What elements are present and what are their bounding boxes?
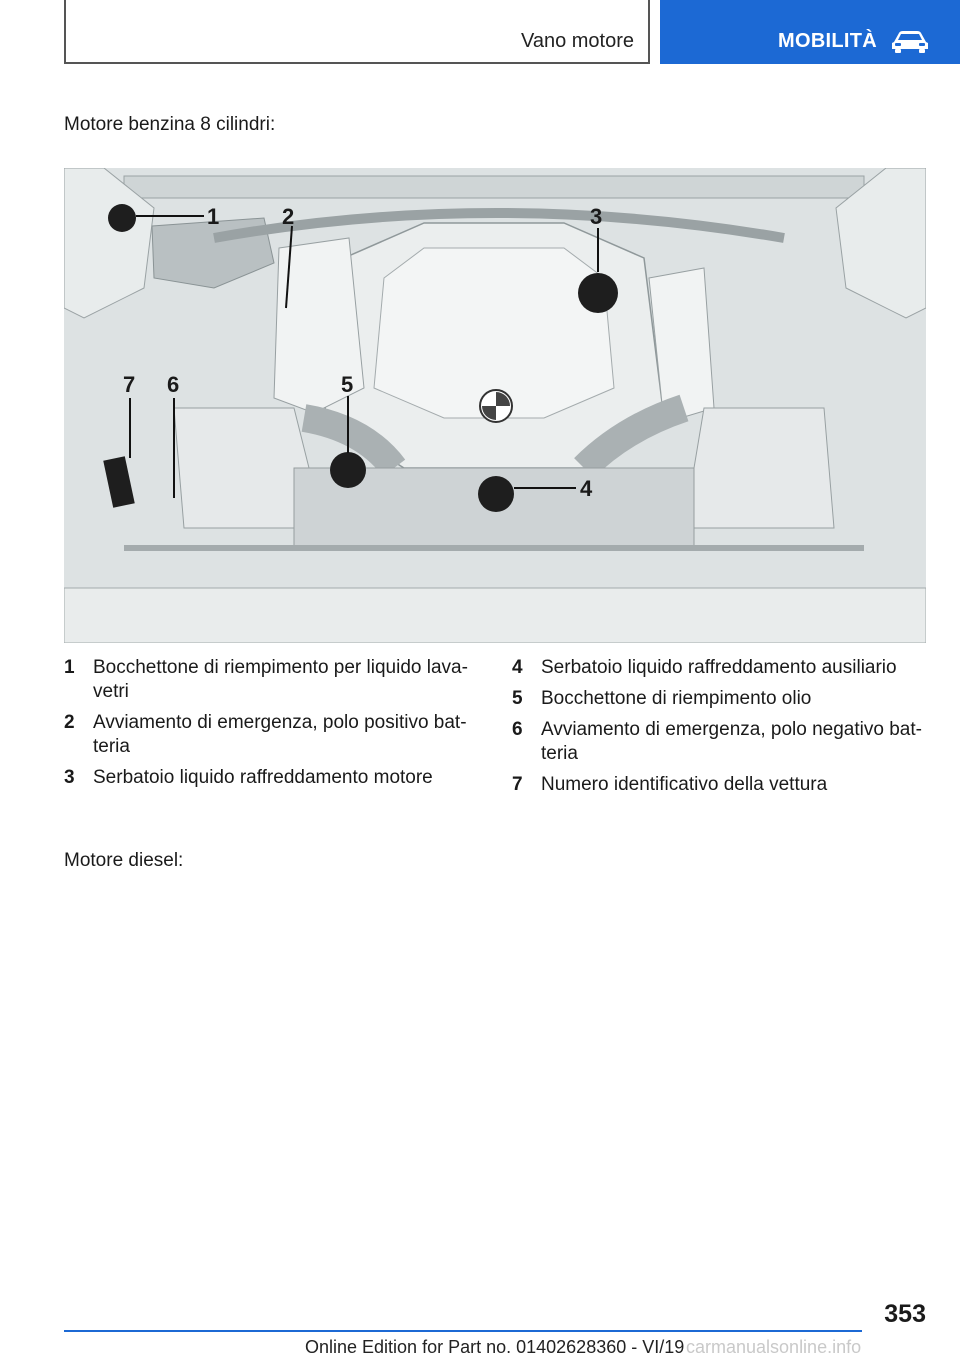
- legend-item: 4 Serbatoio liquido raffreddamento ausil…: [512, 656, 926, 680]
- petrol-engine-heading: Motore benzina 8 cilindri:: [64, 114, 276, 135]
- callout-4: 4: [580, 476, 593, 501]
- legend-item: 3 Serbatoio liquido raffreddamento motor…: [64, 766, 474, 790]
- legend-item: 1 Bocchettone di riempimento per liquido…: [64, 656, 474, 704]
- callout-5: 5: [341, 372, 354, 397]
- legend-text: Numero identificativo della vettura: [541, 774, 828, 795]
- header-section-box: Vano motore: [64, 0, 650, 64]
- legend-text: Bocchettone di riempimento per liquido l…: [93, 657, 468, 702]
- legend-text: Serbatoio liquido raffreddamento ausilia…: [541, 657, 897, 678]
- callout-6: 6: [167, 372, 180, 397]
- legend-text: Avviamento di emergenza, polo negativo b…: [541, 719, 922, 764]
- legend-right-column: 4 Serbatoio liquido raffreddamento ausil…: [512, 656, 926, 804]
- callout-3: 3: [590, 204, 603, 229]
- section-title: Vano motore: [520, 30, 634, 52]
- legend-number: 2: [64, 712, 75, 733]
- chapter-tab[interactable]: MOBILITÀ: [660, 0, 960, 64]
- chapter-title: MOBILITÀ: [778, 30, 878, 52]
- legend-number: 1: [64, 657, 75, 678]
- legend-item: 6 Avviamento di emergenza, polo negativo…: [512, 718, 926, 766]
- legend-text: Bocchettone di riempimento olio: [541, 688, 812, 709]
- callout-1: 1: [207, 204, 220, 229]
- legend-item: 5 Bocchettone di riempimento olio: [512, 687, 926, 711]
- diesel-engine-heading: Motore diesel:: [64, 850, 184, 871]
- legend-text: Avviamento di emergenza, polo positivo b…: [93, 712, 467, 757]
- callout-2: 2: [282, 204, 295, 229]
- legend-number: 7: [512, 774, 523, 795]
- legend-item: 7 Numero identificativo della vettura: [512, 773, 926, 797]
- legend-number: 5: [512, 688, 523, 709]
- engine-bay-illustration: 1 2 3 4 5 6 7: [64, 168, 926, 643]
- callout-7: 7: [123, 372, 136, 397]
- page-number: 353: [884, 1300, 926, 1328]
- edition-text: Online Edition for Part no. 01402628360 …: [305, 1337, 685, 1357]
- footer-divider: [64, 1330, 862, 1332]
- watermark: carmanualsonline.info: [686, 1337, 862, 1357]
- car-icon: [892, 31, 928, 53]
- legend-number: 3: [64, 767, 75, 788]
- legend-number: 6: [512, 719, 523, 740]
- legend-number: 4: [512, 657, 523, 678]
- engine-bay-drawing: [64, 168, 926, 643]
- legend-item: 2 Avviamento di emergenza, polo positivo…: [64, 711, 474, 759]
- legend-text: Serbatoio liquido raffreddamento motore: [93, 767, 433, 788]
- legend-left-column: 1 Bocchettone di riempimento per liquido…: [64, 656, 474, 797]
